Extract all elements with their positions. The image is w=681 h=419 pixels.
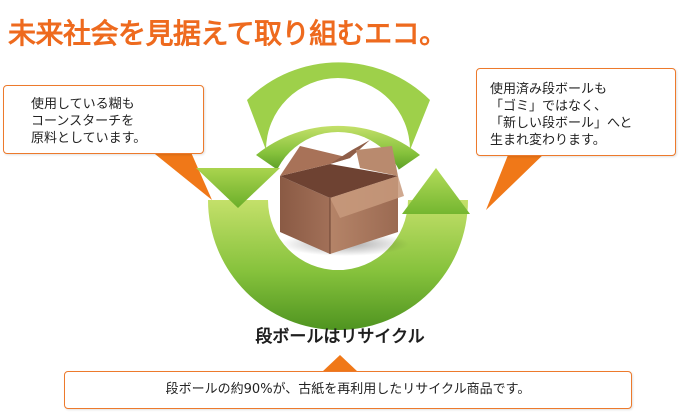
cycle-label: 段ボールはリサイクル [255,327,425,347]
page-headline: 未来社会を見据えて取り組むエコ。 [8,17,447,50]
left-callout-line: 原料としています。 [31,131,147,146]
up-arrow-icon [402,168,470,214]
right-callout-line: 「新しい段ボール」へと [490,116,633,131]
left-callout-pointer [150,150,212,200]
left-callout-line: 使用している糊も [31,97,135,112]
right-callout-line: 生まれ変わります。 [490,133,606,148]
right-callout-line: 使用済み段ボールも [490,82,608,97]
cardboard-box-icon [280,140,404,254]
right-callout-pointer [486,150,548,210]
left-callout: 使用している糊も コーンスターチを 原料としています。 [3,85,204,154]
bottom-callout: 段ボールの約90%が、古紙を再利用したリサイクル商品です。 [64,371,632,409]
right-callout: 使用済み段ボールも 「ゴミ」ではなく、 「新しい段ボール」へと 生まれ変わります… [476,68,676,156]
bottom-callout-pointer [322,355,358,372]
down-arrow-icon [196,168,280,208]
left-callout-line: コーンスターチを [31,114,135,129]
right-callout-line: 「ゴミ」ではなく、 [490,99,608,114]
bottom-callout-text: 段ボールの約90%が、古紙を再利用したリサイクル商品です。 [165,382,531,397]
